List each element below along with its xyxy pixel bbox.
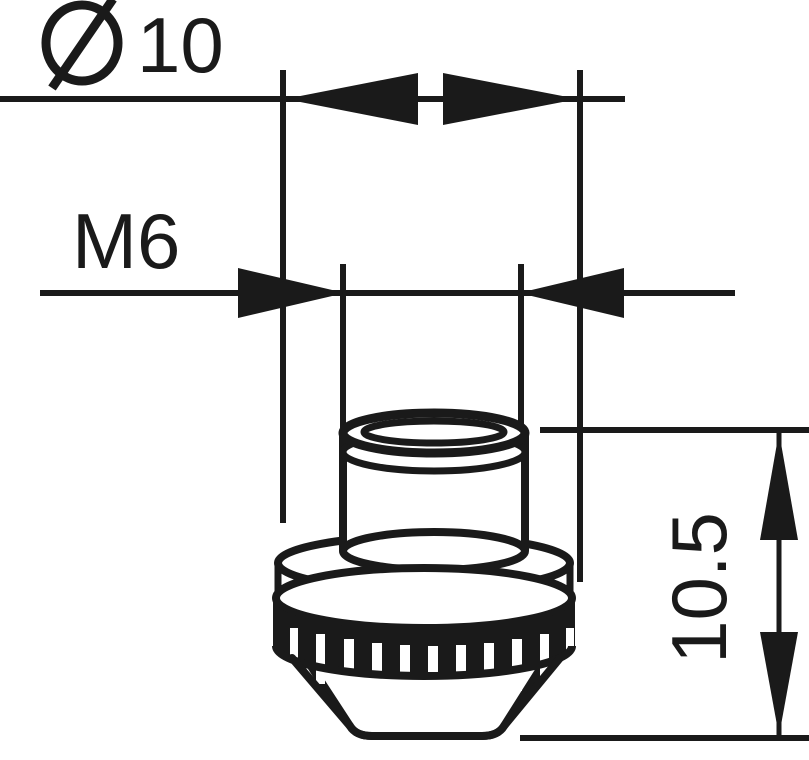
knurl-tooth bbox=[372, 643, 382, 698]
m6-arrowhead-left bbox=[238, 268, 345, 318]
knurl-tooth bbox=[540, 634, 549, 684]
conical-base-outline-front bbox=[288, 654, 564, 740]
thumb-screw-part bbox=[272, 408, 576, 740]
knurl-tooth bbox=[316, 634, 325, 684]
knurl-tooth bbox=[512, 639, 522, 691]
height-arrowhead-top bbox=[760, 432, 798, 540]
knurl-tooth bbox=[344, 639, 354, 691]
m6-arrowhead-right bbox=[519, 268, 624, 318]
diameter-symbol-icon bbox=[41, 0, 123, 91]
m6-value-text: M6 bbox=[72, 197, 180, 285]
dimension-height-10-5: 10.5 bbox=[520, 427, 809, 741]
height-value-text: 10.5 bbox=[655, 512, 743, 664]
knurl-tooth bbox=[290, 628, 298, 668]
top-rim-inner-ellipse bbox=[360, 417, 508, 447]
diameter-10-arrowhead-right bbox=[443, 73, 578, 125]
diameter-10-arrowhead-left bbox=[285, 73, 418, 125]
dimension-diameter-10: 10 bbox=[0, 0, 625, 582]
dimension-thread-m6: M6 bbox=[40, 197, 735, 466]
height-arrowhead-bottom bbox=[760, 632, 798, 736]
diameter-10-value-text: 10 bbox=[137, 1, 224, 89]
